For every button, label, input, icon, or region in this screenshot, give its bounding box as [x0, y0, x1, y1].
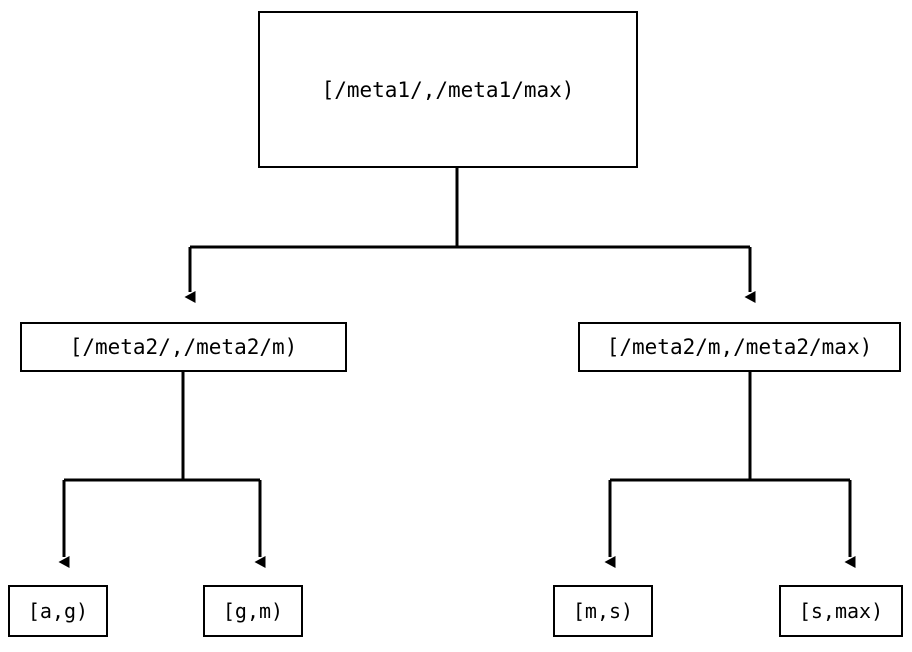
- edge-midleft-to-leaves: [58, 372, 266, 568]
- node-leaf-3[interactable]: [m,s): [553, 585, 653, 637]
- node-leaf-1[interactable]: [a,g): [8, 585, 108, 637]
- node-root-label: [/meta1/,/meta1/max): [321, 77, 575, 102]
- node-leaf-1-label: [a,g): [27, 599, 89, 623]
- node-leaf-3-label: [m,s): [572, 599, 634, 623]
- node-root[interactable]: [/meta1/,/meta1/max): [258, 11, 638, 168]
- node-leaf-2-label: [g,m): [222, 599, 284, 623]
- node-leaf-2[interactable]: [g,m): [203, 585, 303, 637]
- node-mid-left[interactable]: [/meta2/,/meta2/m): [20, 322, 347, 372]
- node-mid-right-label: [/meta2/m,/meta2/max): [606, 335, 873, 359]
- node-mid-right[interactable]: [/meta2/m,/meta2/max): [578, 322, 901, 372]
- node-mid-left-label: [/meta2/,/meta2/m): [69, 335, 298, 359]
- node-leaf-4[interactable]: [s,max): [779, 585, 903, 637]
- edge-root-to-mid: [184, 168, 756, 303]
- edge-midright-to-leaves: [604, 372, 856, 568]
- node-leaf-4-label: [s,max): [798, 599, 884, 623]
